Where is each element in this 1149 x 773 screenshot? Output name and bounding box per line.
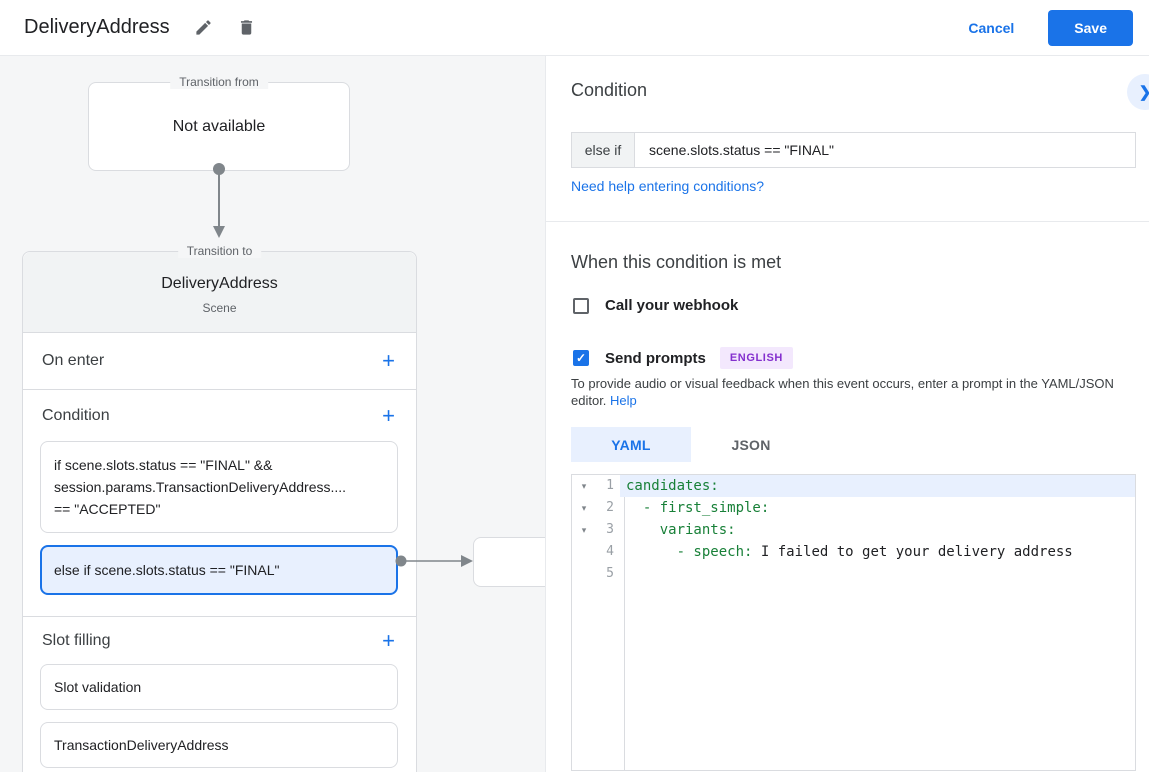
slot-item-validation[interactable]: Slot validation xyxy=(40,664,398,710)
webhook-checkbox[interactable] xyxy=(573,297,589,314)
webhook-label: Call your webhook xyxy=(605,297,739,314)
check-icon: ✓ xyxy=(575,351,587,365)
slot-filling-section: Slot filling + Slot validation Transacti… xyxy=(23,616,416,768)
line-number: 1 xyxy=(606,478,614,493)
not-available-label: Not available xyxy=(172,117,266,135)
condition-item-text: else if scene.slots.status == "FINAL" xyxy=(54,562,280,578)
slot-filling-header: Slot filling + xyxy=(23,617,416,664)
fold-spacer xyxy=(572,563,596,585)
edit-button[interactable] xyxy=(194,18,213,37)
code-line[interactable]: 4 - speech: I failed to get your deliver… xyxy=(572,541,1135,563)
condition-item-selected[interactable]: else if scene.slots.status == "FINAL" xyxy=(40,545,398,595)
yaml-key: - first_simple: xyxy=(626,500,770,516)
chevron-right-icon: ❯ xyxy=(1139,83,1149,101)
prompts-label: Send prompts xyxy=(605,349,706,367)
code-line[interactable]: ▾ 1 candidates: xyxy=(572,475,1135,497)
scene-type: Scene xyxy=(202,301,237,315)
fold-spacer xyxy=(572,541,596,563)
cancel-button[interactable]: Cancel xyxy=(952,12,1030,44)
slot-item-label: Slot validation xyxy=(54,679,142,695)
code-line[interactable]: ▾ 2 - first_simple: xyxy=(572,497,1135,519)
scene-header: DeliveryAddress Scene xyxy=(23,252,416,332)
pencil-icon xyxy=(195,20,211,35)
prompts-row: ✓ Send prompts ENGLISH xyxy=(573,347,793,369)
when-condition-title: When this condition is met xyxy=(571,252,782,272)
help-link[interactable]: Help xyxy=(610,393,637,408)
add-condition-button[interactable]: + xyxy=(382,402,395,428)
condition-item-line: if scene.slots.status == "FINAL" && xyxy=(54,457,273,473)
title-group: DeliveryAddress xyxy=(24,16,256,39)
page-title: DeliveryAddress xyxy=(24,16,170,38)
slot-filling-label: Slot filling xyxy=(42,631,111,649)
main-area: Transition from Not available Transition… xyxy=(0,56,1149,772)
slot-item-transaction[interactable]: TransactionDeliveryAddress xyxy=(40,722,398,768)
yaml-editor[interactable]: ▾ 1 candidates: ▾ 2 - first_simple: ▾ 3 … xyxy=(571,474,1136,771)
fold-icon[interactable]: ▾ xyxy=(581,503,587,513)
transition-to-legend: Transition to xyxy=(177,244,262,258)
condition-expression-row: else if xyxy=(571,132,1136,168)
yaml-value: I failed to get your delivery address xyxy=(752,544,1073,560)
fold-icon[interactable]: ▾ xyxy=(581,481,587,491)
slot-item-label: TransactionDeliveryAddress xyxy=(54,737,229,753)
webhook-row: Call your webhook xyxy=(573,297,738,314)
top-bar: DeliveryAddress Cancel Save xyxy=(0,0,1149,56)
condition-item[interactable]: if scene.slots.status == "FINAL" && sess… xyxy=(40,441,398,533)
tab-yaml[interactable]: YAML xyxy=(571,427,691,462)
fold-icon[interactable]: ▾ xyxy=(581,525,587,535)
tab-json[interactable]: JSON xyxy=(731,436,771,453)
condition-operator-label: else if xyxy=(572,133,635,167)
condition-section-header: Condition + xyxy=(23,390,416,441)
panel-title: Condition xyxy=(571,80,648,100)
transition-from-node: Transition from Not available xyxy=(88,75,350,171)
scene-name: DeliveryAddress xyxy=(161,275,278,292)
yaml-key: - speech: xyxy=(626,544,753,560)
flow-arrow-down xyxy=(213,163,225,238)
delete-button[interactable] xyxy=(237,18,256,37)
flow-canvas: Transition from Not available Transition… xyxy=(0,56,546,772)
yaml-key: variants: xyxy=(626,522,736,538)
code-line[interactable]: 5 xyxy=(572,563,1135,585)
yaml-key: candidates: xyxy=(626,478,719,494)
on-enter-label: On enter xyxy=(42,352,105,369)
condition-label: Condition xyxy=(42,406,110,424)
code-line[interactable]: ▾ 3 variants: xyxy=(572,519,1135,541)
header-actions: Cancel Save xyxy=(952,9,1133,46)
target-scene-node[interactable] xyxy=(473,537,545,587)
condition-expression-input[interactable] xyxy=(635,133,1135,167)
transition-to-card: Transition to DeliveryAddress Scene On e… xyxy=(22,244,417,772)
condition-item-line: session.params.TransactionDeliveryAddres… xyxy=(54,479,347,495)
editor-tabs: YAML JSON xyxy=(571,427,811,462)
collapse-panel-button[interactable]: ❯ xyxy=(1127,74,1149,110)
condition-item-line: == "ACCEPTED" xyxy=(54,501,161,517)
condition-panel: Condition ❯ else if Need help entering c… xyxy=(546,56,1149,772)
language-badge: ENGLISH xyxy=(719,347,793,369)
save-button[interactable]: Save xyxy=(1048,9,1133,46)
add-slot-button[interactable]: + xyxy=(382,627,395,653)
transition-from-legend: Transition from xyxy=(170,75,268,89)
line-number: 5 xyxy=(606,566,614,581)
trash-icon xyxy=(240,20,252,35)
line-number: 2 xyxy=(606,500,614,515)
add-on-enter-button[interactable]: + xyxy=(382,348,395,373)
prompts-description: To provide audio or visual feedback when… xyxy=(571,375,1143,409)
on-enter-row: On enter + xyxy=(23,332,416,389)
line-number: 4 xyxy=(606,544,614,559)
prompts-checkbox[interactable]: ✓ xyxy=(573,350,589,366)
connector-arrow xyxy=(395,555,473,567)
condition-help-link[interactable]: Need help entering conditions? xyxy=(571,178,765,194)
line-number: 3 xyxy=(606,522,614,537)
condition-section: Condition + if scene.slots.status == "FI… xyxy=(23,389,416,595)
section-divider xyxy=(546,221,1149,222)
prompts-description-text: To provide audio or visual feedback when… xyxy=(571,376,1114,408)
